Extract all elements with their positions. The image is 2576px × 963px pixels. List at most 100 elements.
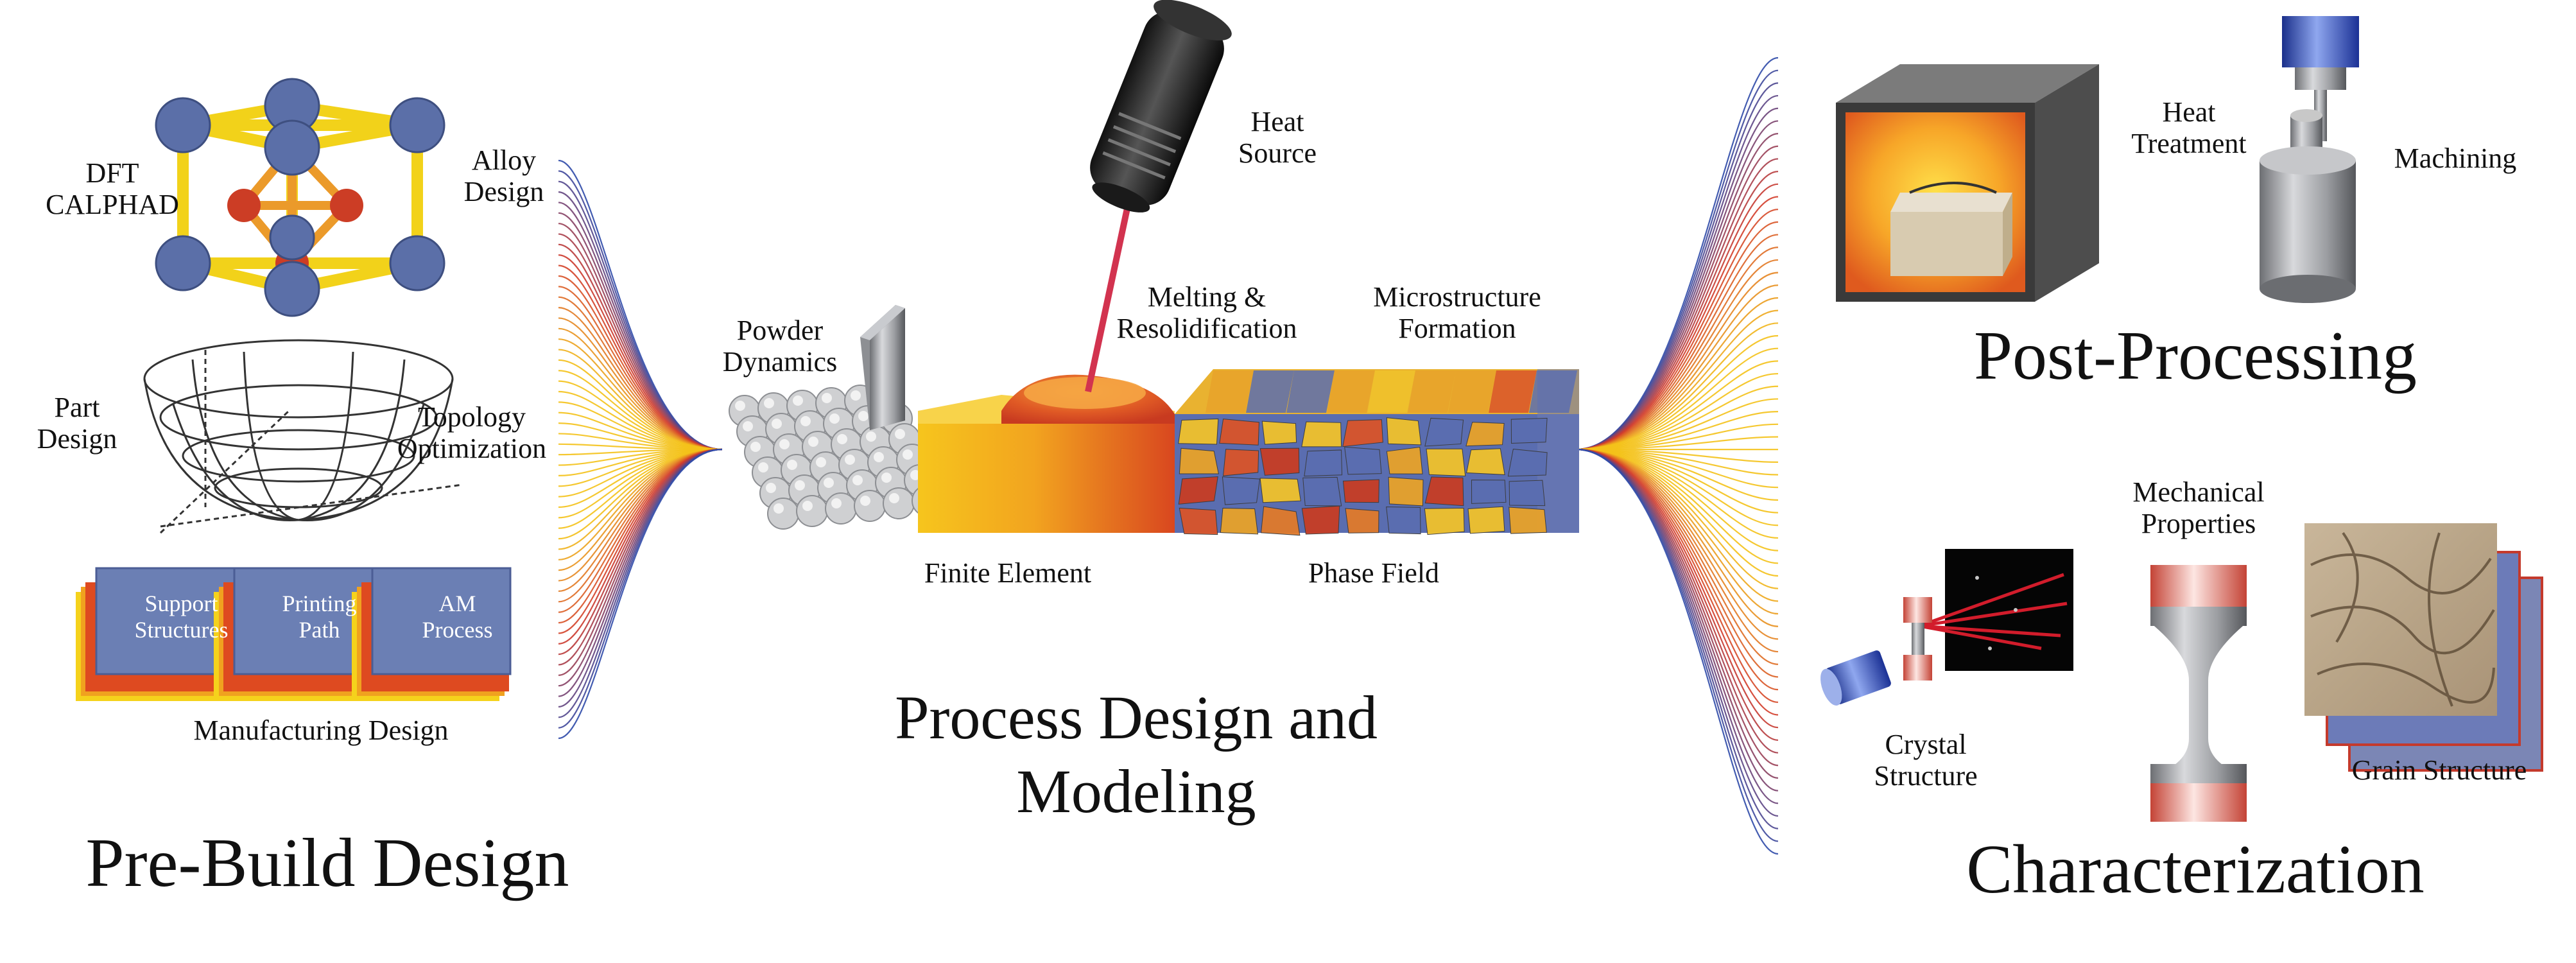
grain-cell [1508, 507, 1547, 534]
box-line2: Process [422, 617, 493, 643]
grain-cell [1342, 419, 1383, 447]
powder-highlight [881, 473, 892, 483]
crystal-line2: Structure [1874, 760, 1978, 792]
grain-structure-label: Grain Structure [2351, 754, 2527, 786]
finite-element-label: Finite Element [924, 557, 1092, 589]
heat-line1: Heat [1250, 106, 1304, 137]
grain-cell [1301, 421, 1342, 447]
characterization-title: Characterization [1966, 831, 2425, 908]
grain-cell [1179, 447, 1219, 474]
powder-highlight [758, 462, 768, 473]
process-title: Process Design and Modeling [790, 681, 1483, 828]
alloy-line2: Design [463, 176, 544, 208]
grain-cell [1388, 476, 1424, 507]
powder-highlight [889, 493, 899, 503]
grain-cell [1178, 476, 1218, 505]
heat-line2: Source [1238, 137, 1317, 169]
grain-top [1489, 370, 1537, 413]
grain-cell [1304, 449, 1343, 477]
grain-cell [1222, 476, 1261, 505]
powder-highlight [816, 457, 826, 467]
powder-highlight [824, 478, 834, 488]
topology-line2: Optimization [397, 433, 547, 465]
powder-highlight [795, 480, 805, 490]
grain-cell [1507, 448, 1548, 477]
part-line2: Design [37, 423, 117, 455]
grain-top [1286, 370, 1335, 413]
powder-highlight [787, 460, 797, 470]
post-processing-title: Post-Processing [1973, 318, 2417, 394]
grain-top [1367, 370, 1415, 413]
micro-line1: Microstructure [1373, 281, 1541, 313]
grain-cell [1386, 446, 1423, 474]
am-process-box: AM Process [398, 591, 517, 644]
fan-curve [558, 448, 723, 740]
grain-cell [1424, 417, 1464, 447]
powder-highlight [772, 419, 782, 429]
powder-highlight [766, 483, 776, 493]
powder-line1: Powder [736, 315, 824, 346]
grain-cell [1508, 480, 1546, 507]
machining-label: Machining [2394, 143, 2517, 174]
grain-top [1408, 370, 1456, 413]
grain-structure-micrographs [2304, 523, 2543, 772]
grain-cell [1471, 480, 1507, 504]
crystal-structure-setup [1820, 549, 2073, 706]
melting-line2: Resolidification [1116, 313, 1297, 345]
grain-cell [1465, 422, 1505, 447]
powder-highlight [800, 416, 811, 426]
grain-cell [1424, 507, 1465, 535]
grain-cell [1467, 506, 1505, 534]
powder-highlight [895, 429, 905, 439]
part-line1: Part [54, 392, 100, 423]
fan-curve [1575, 107, 1779, 451]
heat-source-label: Heat Source [1213, 106, 1342, 169]
grain-top [1327, 370, 1375, 413]
heat-treatment-furnace [1836, 64, 2099, 302]
grain-cell [1424, 476, 1464, 507]
box-face [233, 567, 374, 675]
grain-cell [1179, 507, 1218, 535]
grain-top [1206, 370, 1254, 413]
fan-curve [1575, 448, 1779, 792]
powder-particle [854, 490, 886, 522]
mech-line2: Properties [2141, 508, 2256, 540]
dft-line2: CALPHAD [46, 189, 179, 221]
fan-curve [558, 380, 723, 451]
powder-highlight [860, 496, 870, 506]
grain-cell [1342, 479, 1379, 503]
powder-particle [883, 487, 915, 519]
grain-cell [1178, 418, 1219, 445]
box-line2: Path [298, 617, 340, 643]
fan-curve [1575, 448, 1779, 855]
fan-curve [1575, 272, 1779, 451]
crystal-lattice [155, 78, 445, 317]
grain-cell [1386, 506, 1421, 535]
melting-line1: Melting & [1147, 281, 1266, 313]
grain-cell [1386, 417, 1422, 446]
heat-treat-line2: Treatment [2131, 128, 2247, 160]
heat-treat-line1: Heat [2162, 96, 2216, 128]
powder-particle [796, 495, 828, 527]
fan-curve [1575, 448, 1779, 817]
topology-optimization-label: Topology Optimization [379, 401, 565, 465]
grain-cell [1301, 505, 1340, 535]
box-face [95, 567, 236, 675]
grain-top [1246, 370, 1294, 413]
grain-cell [1302, 476, 1342, 507]
mech-line1: Mechanical [2132, 476, 2265, 508]
fan-curve [1575, 82, 1779, 451]
microstructure-label: Microstructure Formation [1348, 281, 1566, 345]
alloy-design-label: Alloy Design [449, 144, 558, 208]
powder-highlight [837, 434, 847, 444]
powder-highlight [793, 395, 803, 406]
grain-cell [1222, 449, 1259, 476]
box-line2: Structures [134, 617, 229, 643]
powder-highlight [874, 452, 884, 462]
finite-element-block [918, 374, 1175, 533]
recoater-blade [860, 305, 905, 430]
powder-highlight [831, 498, 842, 508]
powder-highlight [764, 398, 774, 408]
